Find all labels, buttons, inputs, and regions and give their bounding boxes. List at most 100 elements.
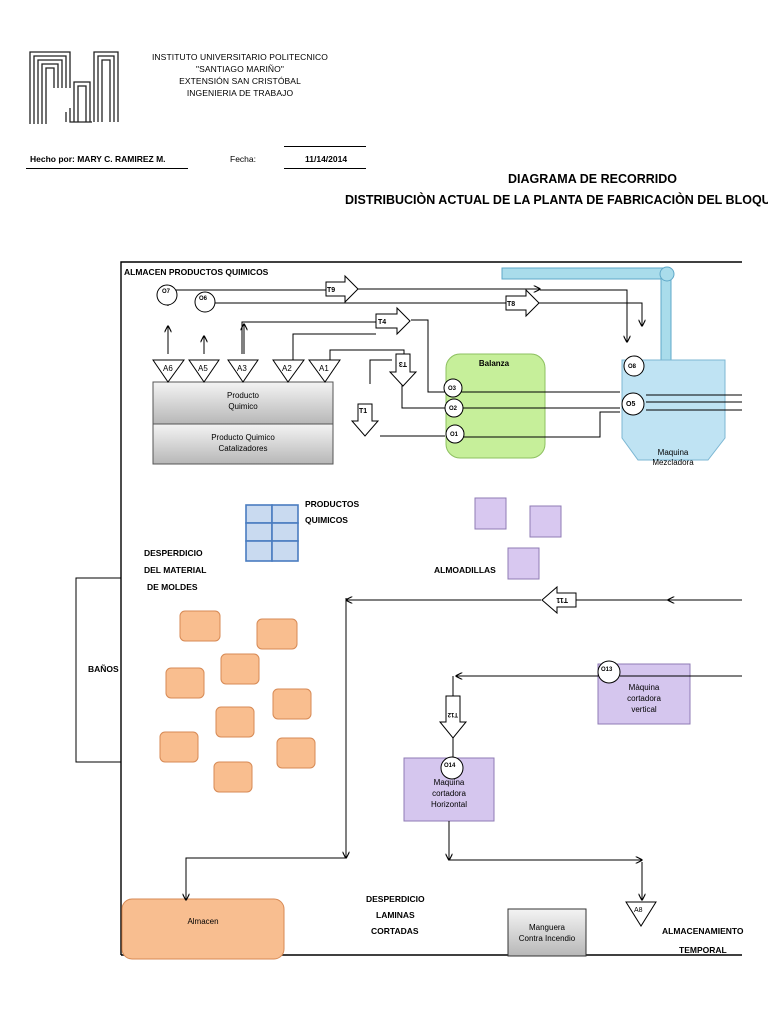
institution-header: INSTITUTO UNIVERSITARIO POLITECNICO "SAN… (140, 51, 340, 99)
area-desperdicio-laminas-1: DESPERDICIO (366, 894, 425, 904)
label-a6: A6 (163, 364, 173, 373)
cortadora-horizontal-label-1: Maquina (434, 778, 465, 787)
label-t9: T9 (327, 287, 335, 294)
mezcladora-label-2: Mezcladora (652, 458, 694, 467)
label-t3: T3 (399, 360, 407, 367)
cortadora-vertical-label-3: vertical (631, 705, 657, 714)
diagram-subtitle: DISTRIBUCIÒN ACTUAL DE LA PLANTA DE FABR… (345, 193, 768, 207)
label-o6: O6 (199, 296, 208, 302)
institution-line-2: "SANTIAGO MARIÑO" (195, 64, 285, 74)
operation-o8 (623, 355, 645, 377)
moldes-desperdicio (159, 610, 316, 793)
area-desperdicio-moldes-3: DE MOLDES (147, 582, 198, 592)
transport-arrows (325, 274, 577, 739)
transport-t12 (438, 695, 468, 739)
transport-t4 (375, 306, 411, 336)
label-o3: O3 (448, 386, 457, 392)
transport-t11 (541, 585, 577, 615)
producto-quimico-block (152, 381, 334, 425)
manguera-label-1: Manguera (529, 923, 566, 932)
catalizadores-block (152, 423, 334, 465)
equipment-labels: Producto Quimico Producto Quimico Catali… (187, 359, 694, 943)
cortadora-vertical-label-1: Màquina (629, 683, 660, 692)
operation-circles (156, 284, 645, 780)
manguera-contra-incendio (507, 908, 587, 957)
storage-a1 (308, 359, 341, 383)
catalizadores-label-1: Producto Quimico (211, 433, 275, 442)
mezcladora-label-1: Maquina (658, 448, 689, 457)
storage-a5 (188, 359, 220, 383)
label-o13: O13 (601, 667, 613, 673)
diagram-title: DIAGRAMA DE RECORRIDO (508, 172, 677, 186)
operation-o13 (597, 660, 621, 684)
catalizadores-label-2: Catalizadores (219, 444, 268, 453)
area-desperdicio-moldes-2: DEL MATERIAL (144, 565, 207, 575)
label-o8: O8 (628, 364, 637, 370)
area-productos-quimicos-2: QUIMICOS (305, 515, 348, 525)
label-o7: O7 (162, 289, 171, 295)
label-o5: O5 (626, 401, 635, 408)
balanza-label: Balanza (479, 359, 510, 368)
transport-t8 (505, 288, 540, 318)
date-topline (284, 146, 366, 147)
label-t11: T11 (556, 596, 568, 603)
date-label: Fecha: (230, 154, 256, 164)
operation-o2 (444, 398, 464, 418)
made-by: Hecho por: MARY C. RAMIREZ M. (30, 154, 166, 164)
institution-line-4: INGENIERIA DE TRABAJO (186, 88, 294, 98)
productos-quimicos-grid (245, 504, 299, 562)
operation-o14 (440, 756, 464, 780)
label-t4: T4 (378, 319, 386, 326)
operation-o3 (443, 378, 463, 398)
almoadillas (474, 497, 562, 580)
area-labels: ALMACEN PRODUCTOS QUIMICOS PRODUCTOS QUI… (88, 267, 744, 955)
almacen-label: Almacen (187, 917, 218, 926)
area-productos-quimicos-1: PRODUCTOS (305, 499, 359, 509)
area-almoadillas: ALMOADILLAS (434, 565, 496, 575)
area-desperdicio-moldes-1: DESPERDICIO (144, 548, 203, 558)
transport-t3 (388, 353, 418, 387)
label-a2: A2 (282, 364, 292, 373)
cortadora-horizontal-label-3: Horizontal (431, 800, 467, 809)
label-t1: T1 (359, 408, 367, 415)
operation-o6 (194, 291, 216, 313)
producto-quimico-label-1: Producto (227, 391, 260, 400)
almacen (121, 898, 285, 960)
storage-a6 (152, 359, 185, 383)
label-o1: O1 (450, 432, 459, 438)
area-banos: BAÑOS (88, 664, 119, 674)
date-value: 11/14/2014 (305, 154, 348, 164)
producto-quimico-label-2: Quimico (228, 402, 258, 411)
banos-bracket (75, 577, 121, 763)
institute-logo (29, 51, 119, 124)
area-almacenamiento-1: ALMACENAMIENTO (662, 926, 744, 936)
institution-line-1: INSTITUTO UNIVERSITARIO POLITECNICO (151, 52, 329, 62)
transport-t9 (325, 274, 359, 304)
made-by-underline (26, 168, 188, 169)
label-a1: A1 (319, 364, 329, 373)
cortadora-horizontal-label-2: cortadora (432, 789, 466, 798)
node-labels: O7 O6 O3 O2 O1 O8 O5 O13 O14 A6 A5 A3 A2… (162, 287, 643, 914)
label-t8: T8 (507, 301, 515, 308)
flow-lines (168, 289, 742, 900)
storage-a8 (625, 901, 657, 927)
area-almacen-quimicos: ALMACEN PRODUCTOS QUIMICOS (124, 267, 269, 277)
area-desperdicio-laminas-3: CORTADAS (371, 926, 419, 936)
storage-a2 (272, 359, 305, 383)
label-a3: A3 (237, 364, 247, 373)
label-a8: A8 (634, 907, 643, 914)
storage-triangles (152, 359, 657, 927)
storage-a3 (227, 359, 259, 383)
label-o2: O2 (449, 406, 458, 412)
operation-o5 (621, 392, 645, 416)
area-almacenamiento-2: TEMPORAL (679, 945, 727, 955)
operation-o7 (156, 284, 178, 306)
label-t12: T12 (447, 711, 458, 717)
manguera-label-2: Contra Incendio (519, 934, 576, 943)
date-underline (284, 168, 366, 169)
label-o14: O14 (444, 763, 456, 769)
wall-left-top (120, 261, 742, 955)
institution-line-3: EXTENSIÓN SAN CRISTÓBAL (179, 76, 301, 86)
area-desperdicio-laminas-2: LAMINAS (376, 910, 415, 920)
